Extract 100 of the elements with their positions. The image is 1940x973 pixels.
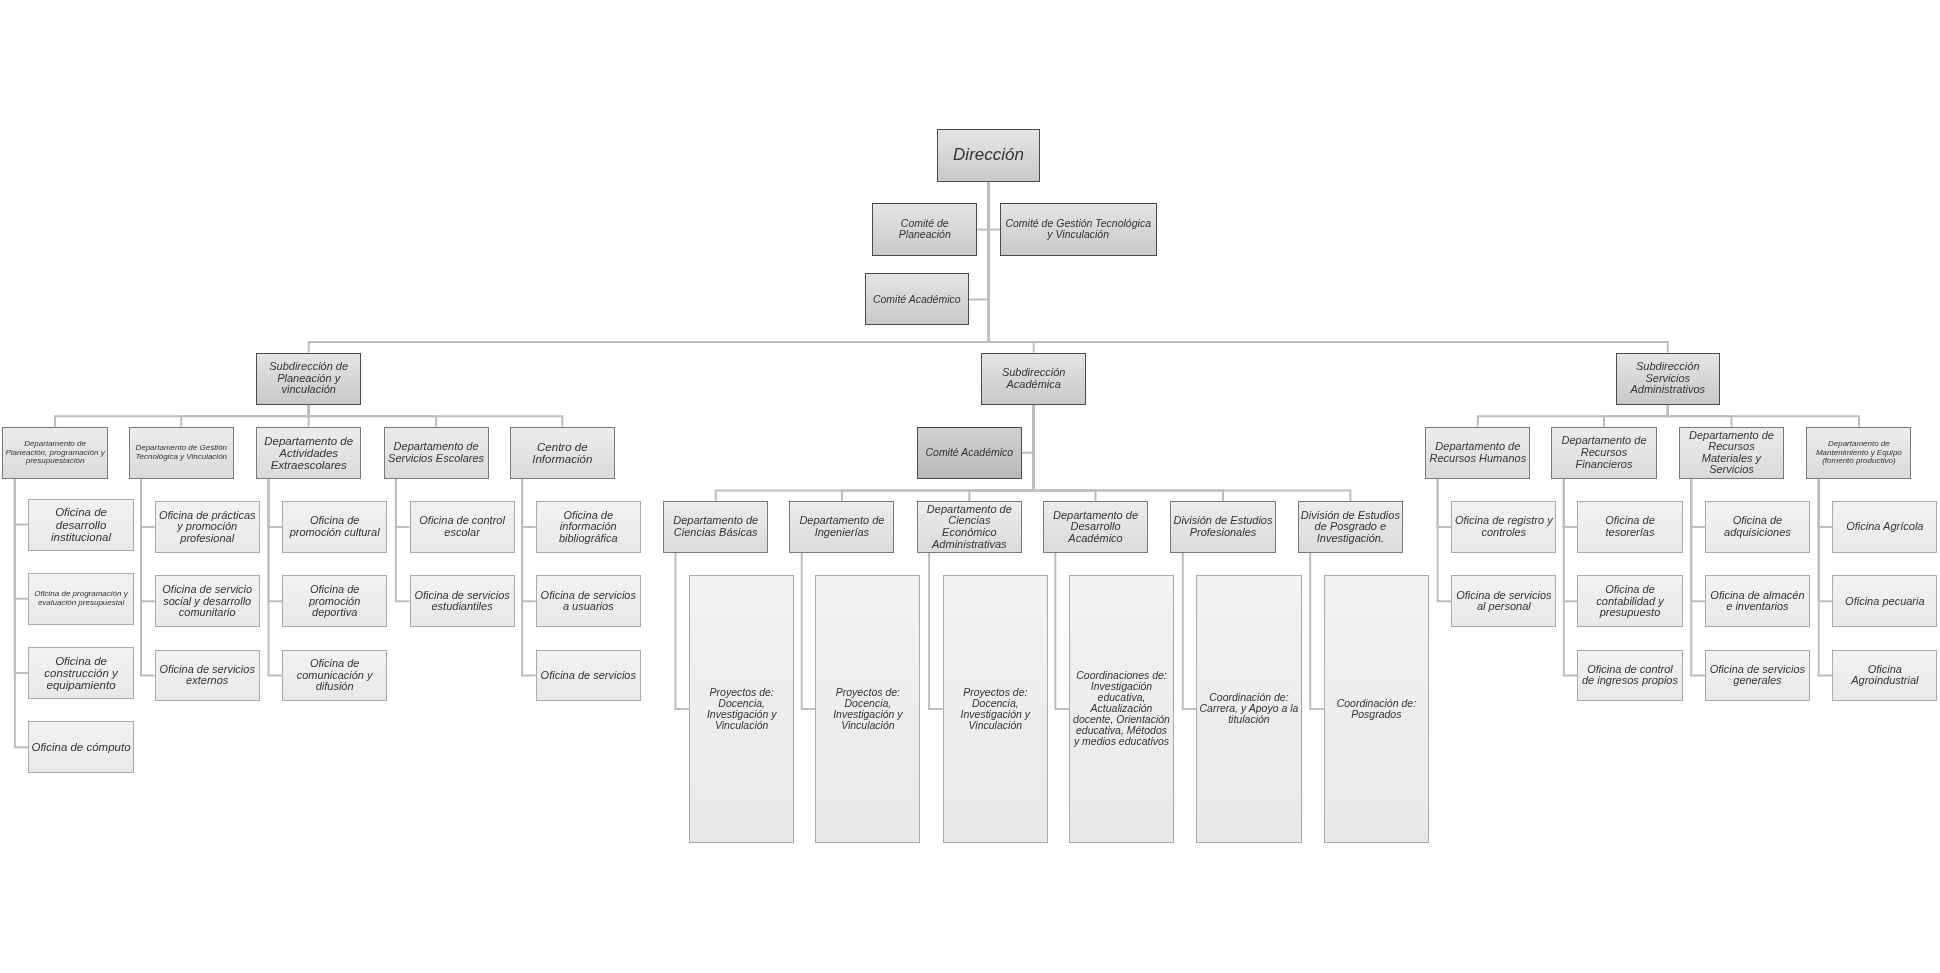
unit-box [936, 128, 1041, 182]
unit-label: Oficina de información bibliográfica [557, 509, 619, 545]
unit-box [1704, 575, 1810, 628]
unit-label: División de Estudios de Posgrado e Investigación. [1300, 509, 1400, 545]
unit-box [1068, 575, 1175, 843]
unit-label: Subdirección de Planeación y vinculación [268, 361, 350, 396]
unit-box [1806, 426, 1912, 479]
unit-box [1196, 575, 1302, 843]
unit-box [916, 426, 1022, 479]
unit-label: Departamento de Recursos Materiales y Servicios [1687, 429, 1775, 476]
unit-box [1170, 501, 1276, 553]
unit-label: Departamento de Mantenimiento y Equipo (fomento productivo) [1814, 440, 1903, 466]
connector-line [13, 477, 30, 749]
unit-label: Dirección [953, 146, 1024, 165]
unit-box [409, 575, 515, 628]
connector-line [1562, 477, 1579, 677]
unit-label: Departamento de Gestión Tecnológica y Vinculación [134, 444, 229, 462]
unit-box [1704, 501, 1810, 553]
connector-line [307, 403, 564, 428]
unit-label: Oficina de almacén e inventarios [1709, 589, 1806, 613]
connector-line [140, 477, 156, 677]
unit-box [154, 501, 260, 553]
unit-label: Centro de Información [531, 440, 594, 465]
unit-label: Oficina de control escolar [418, 515, 506, 539]
unit-label: Oficina de cómputo [31, 741, 131, 754]
unit-label: Departamento de Actividades Extraescolares [263, 434, 355, 471]
unit-label: Oficina de desarrollo institucional [50, 506, 113, 543]
unit-box [942, 575, 1048, 843]
unit-label: Comité de Gestión Tecnológica y Vinculación [1004, 218, 1152, 241]
unit-box [154, 649, 260, 702]
unit-box [1704, 649, 1810, 702]
unit-box [2, 426, 108, 479]
connector-line [1690, 477, 1706, 677]
connector-line [1436, 477, 1453, 603]
unit-label: Proyectos de: Docencia, Investigación y Vinculación [959, 686, 1032, 731]
unit-box [815, 575, 921, 843]
unit-box [282, 575, 388, 628]
unit-box [1042, 501, 1149, 553]
unit-box [282, 501, 388, 553]
unit-box [256, 352, 362, 405]
unit-label: División de Estudios Profesionales [1173, 515, 1273, 539]
connector-line [1309, 552, 1325, 710]
unit-label: Subdirección Académica [1000, 367, 1067, 391]
unit-box [1832, 649, 1938, 702]
connector-line [267, 477, 284, 677]
unit-label: Oficina de programación y evaluación presupuestal [33, 590, 129, 608]
unit-label: Departamento de Recursos Humanos [1428, 441, 1528, 465]
unit-box [1297, 501, 1403, 553]
unit-label: Oficina de construcción y equipamiento [43, 654, 119, 692]
unit-label: Oficina Agrícola [1846, 521, 1924, 533]
unit-label: Oficina de control de ingresos propios [1581, 663, 1679, 688]
unit-label: Comité Académico [925, 447, 1014, 459]
unit-label: Coordinación de: Carrera, y Apoyo a la titulación [1199, 692, 1299, 726]
unit-box [256, 426, 362, 479]
unit-label: Oficina de servicios estudiantiles [413, 589, 511, 613]
unit-box [1678, 426, 1785, 479]
unit-box [999, 202, 1157, 257]
unit-label: Departamento de Desarrollo Académico [1052, 509, 1140, 545]
unit-box [1425, 426, 1531, 479]
unit-box [864, 273, 969, 326]
unit-box [28, 498, 134, 551]
unit-label: Coordinaciones de: Investigación educativa, Actualización docente, Orientación educativa, Métodos y medios educativos [1072, 670, 1171, 748]
unit-label: Oficina de servicios a usuarios [539, 589, 637, 613]
unit-box [981, 352, 1087, 405]
unit-label: Oficina de adquisiciones [1723, 515, 1792, 539]
unit-box [1323, 575, 1429, 843]
unit-label: Proyectos de: Docencia, Investigación y Vinculación [832, 686, 904, 731]
unit-label: Oficina de promoción cultural [288, 515, 381, 539]
unit-box [535, 649, 641, 702]
unit-label: Oficina de comunicación y difusión [295, 658, 374, 693]
unit-label: Oficina de servicios [540, 669, 636, 682]
unit-box [663, 501, 769, 553]
unit-label: Oficina de prácticas y promoción profesional [157, 509, 257, 545]
unit-box [509, 426, 615, 479]
unit-box [916, 501, 1022, 553]
unit-box [409, 501, 515, 553]
unit-label: Oficina Agroindustrial [1850, 663, 1920, 688]
unit-box [1615, 352, 1720, 405]
unit-label: Oficina de servicio social y desarrollo comunitario [161, 583, 254, 619]
unit-label: Departamento de Ciencias Económico Administrativas [925, 503, 1013, 551]
unit-box [282, 649, 388, 702]
connector-line [1817, 477, 1834, 677]
unit-label: Oficina de servicios externos [158, 663, 256, 688]
unit-box [28, 572, 134, 625]
unit-box [872, 202, 978, 257]
unit-box [689, 575, 795, 843]
unit-label: Departamento de Planeación, programación y presupuestación [5, 440, 105, 466]
unit-box [1551, 426, 1657, 479]
unit-box [154, 575, 260, 628]
unit-label: Subdirección Servicios Administrativos [1629, 361, 1707, 396]
unit-label: Oficina de promoción deportiva [307, 583, 362, 619]
unit-box [1832, 575, 1938, 628]
unit-label: Departamento de Servicios Escolares [387, 441, 486, 465]
unit-label: Departamento de Recursos Financieros [1560, 435, 1648, 471]
unit-label: Oficina de servicios al personal [1455, 589, 1553, 613]
connector-line [1666, 403, 1860, 428]
unit-box [128, 426, 234, 479]
unit-box [1577, 501, 1683, 553]
unit-label: Departamento de Ciencias Básicas [672, 515, 760, 539]
unit-box [28, 721, 134, 774]
